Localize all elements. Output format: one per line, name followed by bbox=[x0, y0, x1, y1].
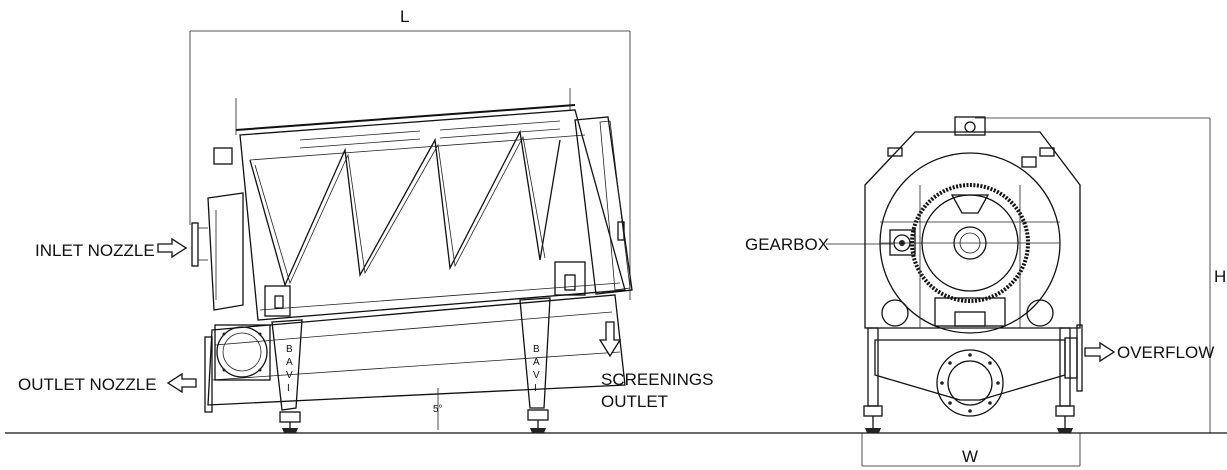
drum-body bbox=[239, 109, 626, 321]
left-leg bbox=[271, 319, 303, 433]
screw-flights bbox=[249, 129, 561, 287]
height-label: H bbox=[1214, 267, 1226, 286]
inlet-flange bbox=[191, 222, 199, 267]
outlet-callout: OUTLET NOZZLE bbox=[18, 372, 197, 394]
svg-text:B: B bbox=[533, 344, 540, 355]
brand-letters-right: B A V I bbox=[533, 344, 540, 394]
screenings-arrow-icon bbox=[598, 321, 622, 358]
svg-text:A: A bbox=[533, 357, 540, 368]
trough bbox=[207, 294, 626, 406]
gearbox-label: GEARBOX bbox=[745, 235, 829, 254]
screenings-label-line2: OUTLET bbox=[601, 392, 668, 411]
inlet-arrow-icon bbox=[157, 237, 188, 259]
gearbox bbox=[889, 229, 916, 256]
angle-label: 5° bbox=[433, 404, 443, 415]
screenings-label-line1: SCREENINGS bbox=[601, 370, 713, 389]
width-label: W bbox=[962, 447, 978, 466]
outlet-arrow-icon bbox=[166, 372, 197, 394]
front-view-machine bbox=[863, 116, 1083, 433]
svg-text:A: A bbox=[286, 357, 293, 368]
svg-text:V: V bbox=[286, 370, 293, 381]
inlet-label: INLET NOZZLE bbox=[35, 241, 155, 260]
svg-text:I: I bbox=[287, 383, 290, 394]
front-housing bbox=[864, 131, 1081, 329]
brand-letters-left: B A V I bbox=[286, 344, 293, 394]
right-leg bbox=[519, 297, 551, 433]
front-outlet-flange bbox=[936, 349, 1004, 417]
screenings-callout: SCREENINGS OUTLET bbox=[598, 321, 713, 411]
gearbox-callout: GEARBOX bbox=[745, 235, 893, 254]
inlet-callout: INLET NOZZLE bbox=[35, 237, 188, 260]
svg-text:I: I bbox=[534, 383, 537, 394]
front-trough bbox=[874, 339, 1066, 401]
outlet-label: OUTLET NOZZLE bbox=[18, 375, 157, 394]
height-dimension: H bbox=[975, 117, 1226, 433]
svg-text:V: V bbox=[533, 370, 540, 381]
length-dimension: L bbox=[189, 7, 631, 300]
width-dimension: W bbox=[861, 433, 1081, 467]
outlet-nozzle-flange bbox=[204, 324, 271, 413]
overflow-callout: OVERFLOW bbox=[1084, 341, 1214, 363]
svg-text:B: B bbox=[286, 344, 293, 355]
overflow-label: OVERFLOW bbox=[1117, 343, 1214, 362]
lifting-lug bbox=[954, 116, 986, 136]
side-view-machine: B A V I B A V I 5° bbox=[191, 88, 633, 433]
overflow-arrow-icon bbox=[1084, 341, 1116, 363]
length-label: L bbox=[400, 7, 409, 26]
